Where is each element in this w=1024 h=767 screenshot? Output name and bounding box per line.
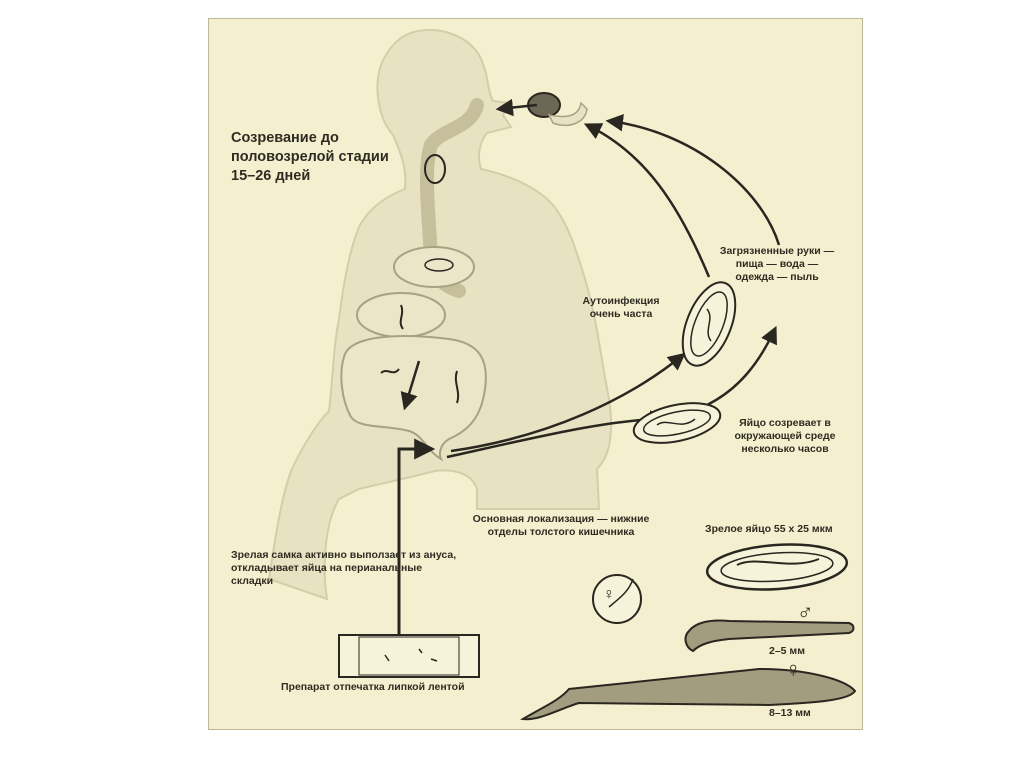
mature-egg-drawing <box>705 543 849 591</box>
egg-circle <box>592 574 642 624</box>
egg-circle-female-symbol: ♀ <box>603 586 615 603</box>
arrow-egg-to-contaminated <box>706 325 777 407</box>
male-worm <box>684 619 855 653</box>
arrow-to-mouth <box>495 98 538 117</box>
localization-label: Основная локализация — нижние отделы тол… <box>472 513 650 539</box>
enterobiosis-lifecycle-diagram: Созревание до половозрелой стадии 15–26 … <box>208 18 863 730</box>
tape-prep-label: Препарат отпечатка липкой лентой <box>281 681 465 693</box>
maturation-label: Созревание до половозрелой стадии 15–26 … <box>231 130 389 184</box>
egg-maturing <box>632 402 722 444</box>
egg-autoinfection <box>681 281 737 367</box>
arrow-autoinfection <box>583 123 711 278</box>
mature-egg-label: Зрелое яйцо 55 х 25 мкм <box>705 523 833 535</box>
diagram-drawing <box>267 29 857 721</box>
male-size-label: 2–5 мм <box>769 645 805 657</box>
autoinfection-label: Аутоинфекция очень часта <box>582 295 660 321</box>
arrow-to-anus <box>397 438 436 639</box>
female-symbol: ♀ <box>785 657 802 682</box>
arrow-anus-to-autoinfection <box>450 352 686 453</box>
stomach <box>393 246 475 288</box>
female-size-label: 8–13 мм <box>769 707 811 719</box>
female-exits-label: Зрелая самка активно выползает из ануса,… <box>231 549 457 588</box>
male-symbol: ♂ <box>797 599 814 624</box>
egg-matures-label: Яйцо созревает в окружающей среде нескол… <box>734 417 836 456</box>
female-worm <box>520 667 857 721</box>
contaminated-label: Загрязненные руки — пища — вода — одежда… <box>719 245 835 284</box>
tape-slide <box>338 634 480 678</box>
arrow-contaminated-to-mouth <box>605 114 781 246</box>
